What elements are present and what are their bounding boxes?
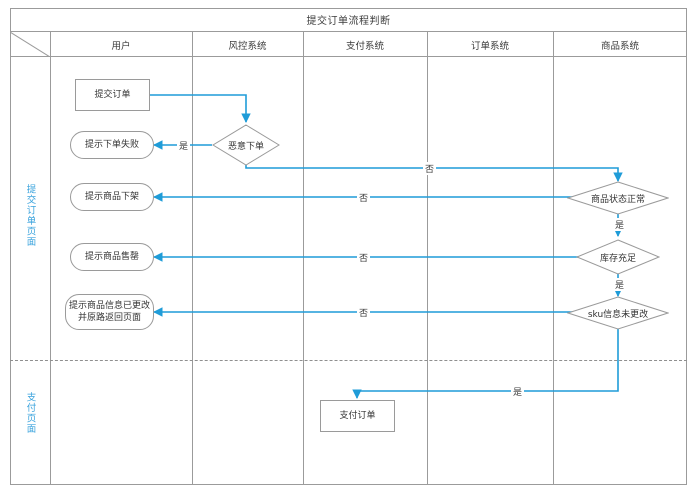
diagram-title: 提交订单流程判断	[306, 16, 391, 27]
corner-cell	[10, 32, 50, 57]
lane-divider	[10, 360, 687, 361]
column-divider-5	[553, 32, 554, 485]
column-header-row	[10, 32, 687, 57]
node-label-product-status-ok: 商品状态正常	[590, 194, 645, 205]
edge-label-status-yes: 是	[613, 218, 627, 231]
node-malicious-order[interactable]: 恶意下单	[212, 124, 280, 166]
node-tip-order-failed[interactable]: 提示下单失败	[70, 131, 154, 159]
edge-label-malicious-yes: 是	[177, 139, 191, 152]
node-label-sku-unchanged: sku信息未更改	[587, 309, 649, 320]
column-divider-1	[50, 32, 51, 485]
edge-label-sku-no: 否	[357, 306, 371, 319]
node-label-stock-enough: 库存充足	[599, 253, 636, 264]
node-tip-product-soldout[interactable]: 提示商品售罄	[70, 243, 154, 271]
column-header-order: 订单系统	[470, 40, 509, 52]
node-submit-order[interactable]: 提交订单	[75, 79, 150, 111]
node-tip-product-offline[interactable]: 提示商品下架	[70, 183, 154, 211]
node-label-malicious-order: 恶意下单	[227, 141, 264, 152]
diagram-title-bar: 提交订单流程判断	[10, 8, 687, 32]
node-sku-unchanged[interactable]: sku信息未更改	[567, 296, 669, 330]
column-divider-3	[303, 32, 304, 485]
node-pay-order[interactable]: 支付订单	[320, 400, 395, 432]
lane-label-pay-page: 支付页面	[24, 391, 36, 434]
node-label-tip-order-failed: 提示下单失败	[84, 140, 139, 150]
swimlane-frame	[10, 8, 687, 485]
edge-label-status-no: 否	[357, 191, 371, 204]
node-label-submit-order: 提交订单	[94, 90, 131, 100]
node-label-tip-product-offline: 提示商品下架	[84, 192, 139, 202]
edge-label-sku-yes: 是	[511, 385, 525, 398]
edge-label-malicious-no: 否	[423, 162, 437, 175]
edge-label-stock-yes: 是	[613, 278, 627, 291]
node-stock-enough[interactable]: 库存充足	[576, 239, 660, 275]
column-header-payment: 支付系统	[345, 40, 384, 52]
node-label-tip-product-soldout: 提示商品售罄	[84, 252, 139, 262]
column-header-product: 商品系统	[600, 40, 639, 52]
node-label-pay-order: 支付订单	[339, 411, 376, 421]
column-header-user: 用户	[111, 40, 131, 52]
lane-label-submit-page: 提交订单页面	[24, 183, 36, 247]
column-divider-2	[192, 32, 193, 485]
node-label-tip-product-changed: 提示商品信息已更改并原路返回页面	[69, 301, 151, 323]
column-header-riskctl: 风控系统	[228, 40, 267, 52]
column-divider-4	[427, 32, 428, 485]
edge-label-stock-no: 否	[357, 251, 371, 264]
node-product-status-ok[interactable]: 商品状态正常	[567, 181, 669, 215]
node-tip-product-changed[interactable]: 提示商品信息已更改并原路返回页面	[65, 294, 154, 330]
